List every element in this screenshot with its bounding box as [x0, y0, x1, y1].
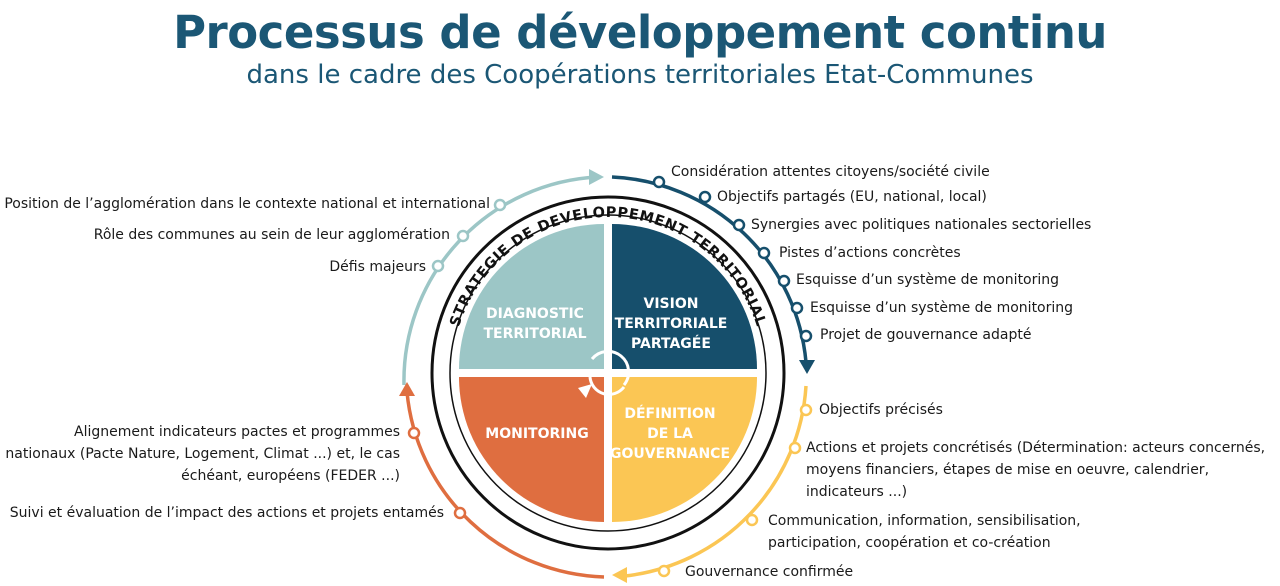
label-suivi-evaluation: Suivi et évaluation de l’impact des acti…: [9, 505, 444, 521]
marker-dot: [757, 246, 771, 260]
label-projet-gouvernance: Projet de gouvernance adapté: [820, 327, 1032, 343]
label-objectifs-precises: Objectifs précisés: [819, 402, 943, 418]
label-objectifs-partages: Objectifs partagés (EU, national, local): [717, 189, 987, 205]
arc-diagnostic: [402, 175, 598, 386]
marker-dot: [777, 274, 791, 288]
label-esquisse-monitoring-1: Esquisse d’un système de monitoring: [796, 272, 1060, 288]
cycle-arrows-icon: [578, 349, 631, 398]
arrow-monitoring: [399, 382, 415, 396]
arrow-definition: [612, 567, 627, 583]
label-role-communes: Rôle des communes au sein de leur agglom…: [93, 227, 450, 243]
label-alignement-indicateurs: Alignement indicateurs pactes et program…: [5, 424, 400, 484]
marker-dot: [698, 190, 712, 204]
marker-dot: [799, 329, 813, 343]
marker-dot: [453, 506, 467, 520]
marker-dot: [407, 426, 421, 440]
marker-dot: [493, 198, 507, 212]
page-subtitle: dans le cadre des Coopérations territori…: [246, 60, 1034, 90]
marker-dot: [788, 441, 802, 455]
quadrant-definition: [612, 377, 757, 522]
quadrant-vision: [612, 224, 757, 369]
inner-ring-inner: [449, 214, 767, 532]
quadrant-label-monitoring: MONITORING: [485, 426, 588, 442]
label-actions-projets: Actions et projets concrétisés (Détermin…: [806, 440, 1266, 500]
label-pistes-actions: Pistes d’actions concrètes: [779, 245, 961, 261]
arc-vision: [611, 175, 808, 363]
quadrant-diagnostic: [459, 224, 604, 369]
marker-dot: [799, 403, 813, 417]
label-consideration-attentes: Considération attentes citoyens/société …: [671, 164, 990, 180]
arrow-vision: [799, 360, 815, 374]
label-gouvernance-confirmee: Gouvernance confirmée: [685, 564, 854, 580]
label-position-agglomeration: Position de l’agglomération dans le cont…: [4, 196, 490, 212]
arc-markers: [407, 175, 813, 578]
label-defis-majeurs: Défis majeurs: [329, 259, 426, 275]
quadrant-monitoring: [459, 377, 604, 522]
marker-dot: [456, 229, 470, 243]
page-title: Processus de développement continu: [173, 6, 1107, 59]
marker-dot: [745, 513, 759, 527]
label-esquisse-monitoring-2: Esquisse d’un système de monitoring: [810, 300, 1074, 316]
marker-dot: [657, 564, 671, 578]
arrow-diagnostic: [589, 169, 604, 185]
label-communication: Communication, information, sensibilisat…: [768, 513, 1081, 551]
marker-dot: [790, 301, 804, 315]
inner-ring: [430, 195, 786, 551]
marker-dot: [431, 259, 445, 273]
marker-dot: [652, 175, 666, 189]
label-synergies: Synergies avec politiques nationales sec…: [751, 217, 1092, 233]
marker-dot: [732, 218, 746, 232]
